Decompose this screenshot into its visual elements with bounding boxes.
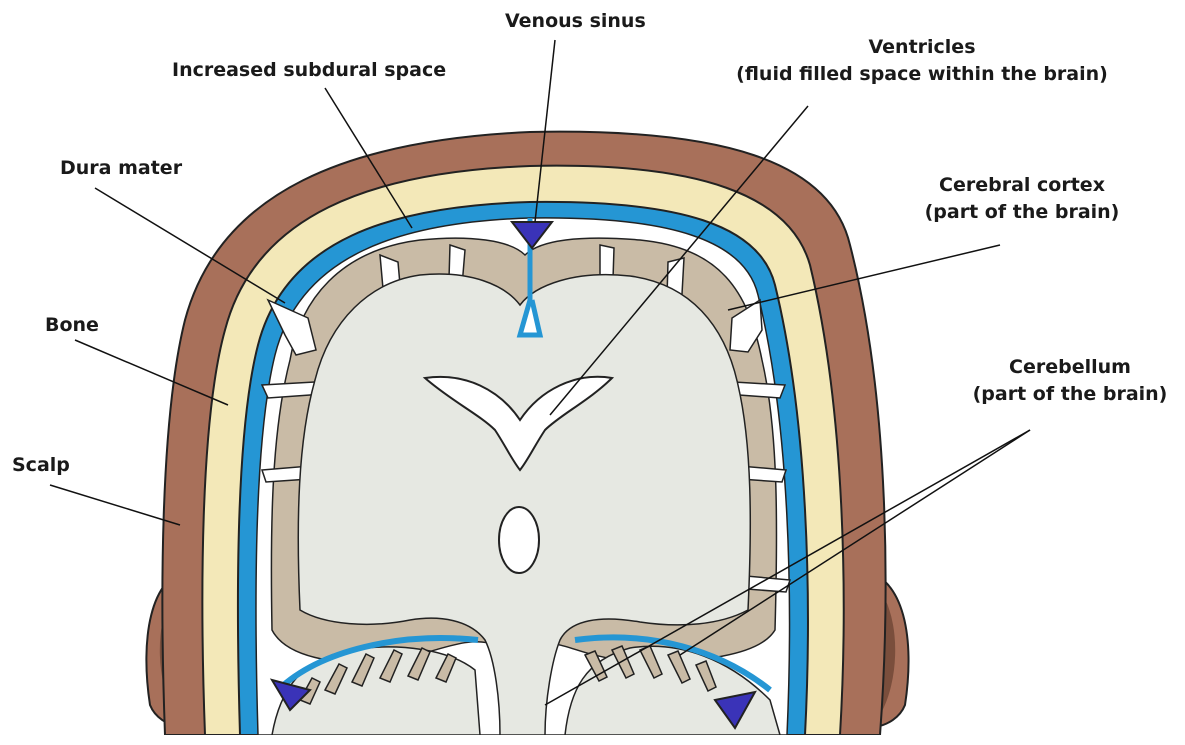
label-increased-subdural-space: Increased subdural space (172, 57, 446, 84)
label-scalp: Scalp (12, 452, 70, 479)
label-cerebral-cortex-line1: Cerebral cortex (902, 172, 1142, 199)
label-venous-sinus: Venous sinus (505, 8, 646, 35)
label-cerebellum: Cerebellum (part of the brain) (955, 354, 1185, 408)
label-cerebellum-line1: Cerebellum (955, 354, 1185, 381)
label-cerebral-cortex: Cerebral cortex (part of the brain) (902, 172, 1142, 226)
label-ventricles: Ventricles (fluid filled space within th… (697, 34, 1147, 88)
label-ventricles-line2: (fluid filled space within the brain) (697, 61, 1147, 88)
label-ventricles-line1: Ventricles (697, 34, 1147, 61)
third-ventricle (499, 507, 539, 573)
label-cerebellum-line2: (part of the brain) (955, 381, 1185, 408)
label-bone: Bone (45, 312, 99, 339)
label-dura-mater: Dura mater (60, 155, 182, 182)
label-cerebral-cortex-line2: (part of the brain) (902, 199, 1142, 226)
